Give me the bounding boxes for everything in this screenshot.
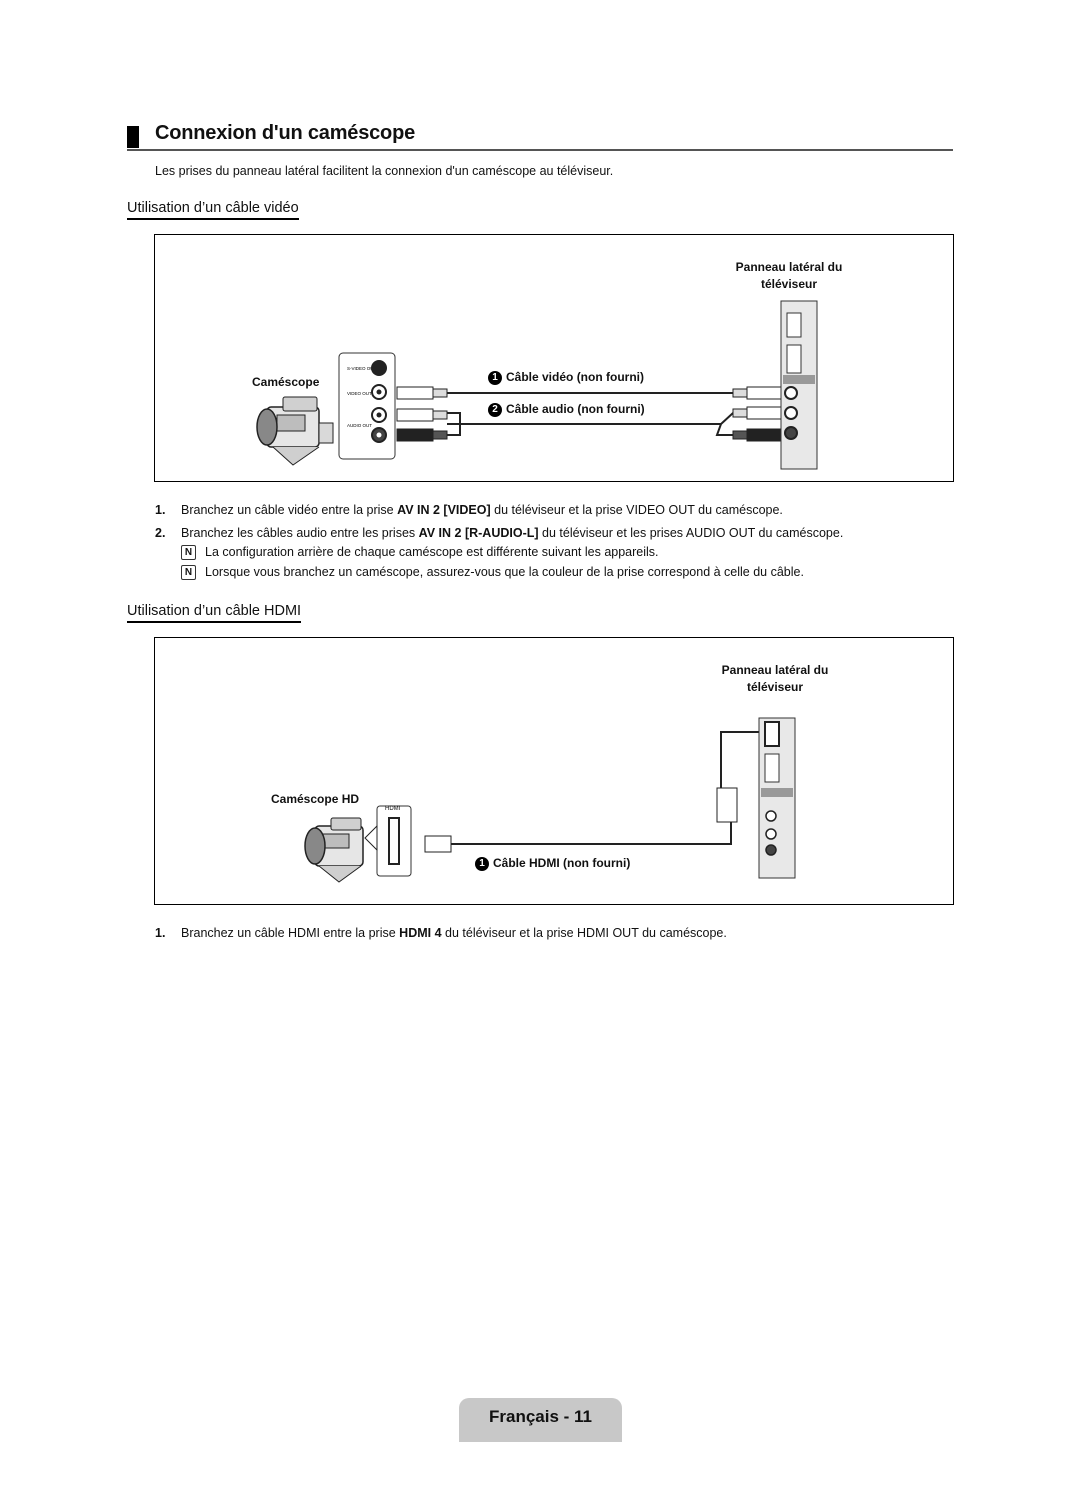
cable-video-label: 1 Câble vidéo (non fourni) bbox=[488, 370, 644, 385]
step-text: Branchez les câbles audio entre les pris… bbox=[181, 526, 843, 540]
step-number: 1. bbox=[155, 926, 166, 940]
title-rule bbox=[127, 149, 953, 151]
step-text-pre: Branchez un câble HDMI entre la prise bbox=[181, 926, 400, 940]
rca-cables bbox=[447, 392, 734, 436]
section-heading-video: Utilisation d’un câble vidéo bbox=[127, 200, 299, 220]
step-text-bold: AV IN 2 [VIDEO] bbox=[397, 503, 491, 517]
step-number: 2. bbox=[155, 526, 166, 540]
step-text-post: du téléviseur et la prise HDMI OUT du ca… bbox=[441, 926, 727, 940]
rca-plugs-right bbox=[732, 386, 784, 442]
cable-audio-label: 2 Câble audio (non fourni) bbox=[488, 402, 645, 417]
panel-label-hdmi: Panneau latéral du téléviseur bbox=[715, 662, 835, 696]
intro-text: Les prises du panneau latéral facilitent… bbox=[155, 164, 614, 178]
panel-label-line-2: téléviseur bbox=[746, 680, 804, 694]
svg-text:S-VIDEO OUT: S-VIDEO OUT bbox=[347, 366, 377, 371]
step-text-pre: Branchez un câble vidéo entre la prise bbox=[181, 503, 398, 517]
hdmi-plug-right bbox=[716, 787, 738, 823]
tv-side-panel-hdmi bbox=[758, 717, 796, 879]
video-diagram-drawing: S-VIDEO OUT VIDEO OUT AUDIO OUT bbox=[256, 300, 818, 470]
hdmi-cable bbox=[451, 731, 761, 845]
svg-text:AUDIO OUT: AUDIO OUT bbox=[347, 423, 372, 428]
page-title: Connexion d'un caméscope bbox=[155, 122, 416, 144]
camcorder-port-panel: S-VIDEO OUT VIDEO OUT AUDIO OUT bbox=[338, 352, 396, 460]
panel-label: Panneau latéral du téléviseur bbox=[729, 259, 849, 293]
camcorder-label: Caméscope bbox=[252, 375, 320, 389]
step-number: 1. bbox=[155, 503, 166, 517]
rca-plugs-left bbox=[396, 386, 448, 442]
cable-hdmi-text: Câble HDMI (non fourni) bbox=[493, 856, 631, 870]
step-text-post: du téléviseur et les prises AUDIO OUT du… bbox=[538, 526, 844, 540]
hdmi-diagram: Panneau latéral du téléviseur Caméscope … bbox=[154, 637, 954, 905]
svg-text:VIDEO OUT: VIDEO OUT bbox=[347, 391, 372, 396]
panel-label-line-1: Panneau latéral du bbox=[735, 260, 843, 274]
hdmi-plug-left bbox=[424, 835, 452, 853]
hdmi-diagram-drawing bbox=[304, 717, 796, 883]
panel-label-line-2: téléviseur bbox=[760, 277, 818, 291]
tv-side-panel bbox=[780, 300, 818, 470]
step-text-pre: Branchez les câbles audio entre les pris… bbox=[181, 526, 419, 540]
title-marker bbox=[127, 126, 139, 148]
step-text-bold: AV IN 2 [R-AUDIO-L] bbox=[418, 526, 539, 540]
note-icon: N bbox=[181, 565, 196, 581]
cable-number-2: 2 bbox=[488, 402, 502, 417]
hd-camcorder-label: Caméscope HD bbox=[271, 792, 360, 806]
section-heading-hdmi: Utilisation d’un câble HDMI bbox=[127, 603, 302, 623]
cable-video-text: Câble vidéo (non fourni) bbox=[506, 370, 644, 384]
page-number-tab: Français - 11 bbox=[459, 1398, 622, 1442]
video-diagram: S-VIDEO OUT VIDEO OUT AUDIO OUT bbox=[154, 234, 954, 482]
note-icon: N bbox=[181, 545, 196, 561]
panel-label-line-1: Panneau latéral du bbox=[721, 663, 829, 677]
step-text-post: du téléviseur et la prise VIDEO OUT du c… bbox=[490, 503, 783, 517]
step-text: Branchez un câble vidéo entre la prise A… bbox=[181, 503, 783, 517]
cable-audio-text: Câble audio (non fourni) bbox=[506, 402, 645, 416]
hdmi-port-panel bbox=[364, 805, 412, 877]
camcorder-icon bbox=[256, 396, 334, 466]
note-text: Lorsque vous branchez un caméscope, assu… bbox=[205, 565, 804, 579]
step-text-bold: HDMI 4 bbox=[399, 926, 442, 940]
note-1: N La configuration arrière de chaque camé… bbox=[181, 545, 659, 561]
hd-camcorder-icon bbox=[304, 817, 364, 883]
hdmi-port-label: HDMI bbox=[385, 806, 401, 812]
step-text: Branchez un câble HDMI entre la prise HD… bbox=[181, 926, 727, 940]
cable-hdmi-label: 1 Câble HDMI (non fourni) bbox=[475, 856, 630, 871]
note-text: La configuration arrière de chaque camés… bbox=[205, 545, 659, 559]
cable-number-1: 1 bbox=[488, 370, 502, 385]
note-2: N Lorsque vous branchez un caméscope, ass… bbox=[181, 565, 804, 581]
cable-number-1: 1 bbox=[475, 856, 489, 871]
